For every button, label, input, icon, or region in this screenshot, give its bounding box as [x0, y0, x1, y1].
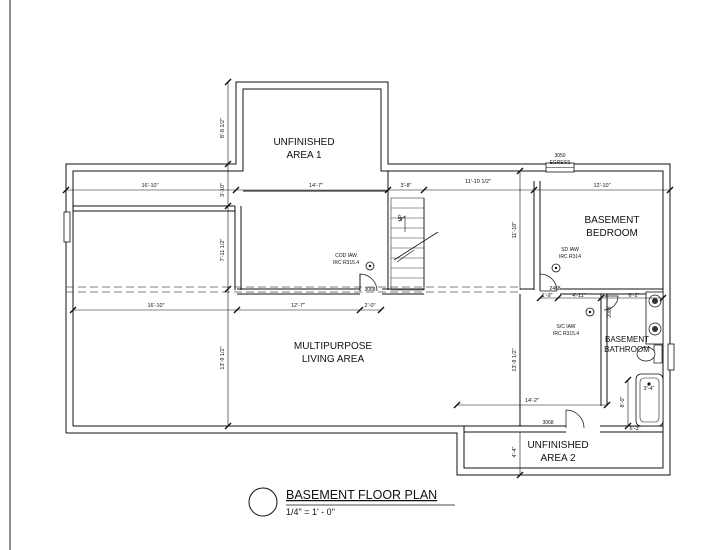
egress-window — [545, 162, 575, 173]
dim-top-hall: 11'-10 1/2" — [465, 179, 491, 185]
room-label-unfinished-1-line2: AREA 1 — [286, 150, 321, 161]
dim-living-right: 13'-9 1/2" — [512, 348, 518, 371]
dim-top-left: 16'-10" — [141, 183, 158, 189]
dim-hall-bottom: 14'-2" — [525, 398, 539, 404]
bathroom-fixtures — [635, 291, 664, 427]
sd-note-line1: SD IAW — [561, 247, 579, 253]
dim-mid-small: 2'-0" — [365, 303, 376, 309]
dim-left-upper: 3'-10" — [220, 183, 226, 197]
door-tag-3: 2068 — [607, 306, 613, 317]
dim-bed-b: 4'-11" — [572, 293, 586, 299]
sink-2-drain — [652, 326, 658, 332]
sd-note-line2: IRC R314 — [559, 254, 581, 260]
room-label-unfinished-2-line1: UNFINISHED — [527, 440, 588, 451]
door-tag-1: 3068 — [364, 287, 375, 293]
dim-bed-a: 1'-9" — [542, 293, 553, 299]
dim-unf1-height: 8'-8 1/2" — [220, 118, 226, 138]
detector-symbols — [365, 261, 595, 317]
stair-up-label: UP — [398, 214, 404, 222]
egress-label: EGRESS — [550, 160, 572, 166]
plan-title: BASEMENT FLOOR PLAN — [286, 488, 437, 502]
room-label-multipurpose-line2: LIVING AREA — [302, 354, 365, 365]
egress-size-label: 3050 — [554, 153, 565, 159]
room-label-unfinished-1-line1: UNFINISHED — [273, 137, 334, 148]
room-label-bedroom-line1: BASEMENT — [584, 215, 639, 226]
dim-bath-width: 6'-2" — [629, 293, 640, 299]
dim-mid-center: 12'-7" — [291, 303, 305, 309]
exterior-walls — [65, 81, 671, 476]
room-label-bathroom-line1: BASEMENT — [605, 335, 649, 344]
room-label-bathroom-line2: BATHROOM — [604, 345, 650, 354]
dim-left-mid: 7'-11 1/2" — [220, 239, 226, 262]
dim-top-stair: 3'-8" — [401, 183, 412, 189]
sc-note-line2: IRC R315.4 — [553, 331, 579, 337]
room-label-multipurpose-line1: MULTIPURPOSE — [294, 341, 372, 352]
room-label-bedroom-line2: BEDROOM — [586, 228, 638, 239]
dim-left-lower: 13'-9 1/2" — [220, 346, 226, 369]
dim-bath-bottom: 6'-3" — [630, 426, 641, 432]
title-callout-circle — [248, 487, 278, 517]
dim-top-bed: 12'-10" — [593, 183, 610, 189]
room-label-unfinished-2-line2: AREA 2 — [540, 453, 575, 464]
sink-1-drain — [652, 298, 658, 304]
stairs — [390, 197, 439, 291]
doors — [359, 273, 619, 429]
toilet-bowl — [636, 346, 656, 362]
dim-bed-height: 11'-10" — [512, 222, 518, 239]
door-tag-4: 3068 — [542, 420, 553, 426]
plan-scale: 1/4" = 1' - 0" — [286, 507, 335, 517]
window-bath — [667, 343, 675, 371]
co-note-line2: IRC R315.4 — [333, 260, 359, 266]
dim-top-mid: 14'-7" — [309, 183, 323, 189]
sc-note-line1: S/C IAW — [557, 324, 576, 330]
dimension-lines — [62, 78, 674, 479]
dim-unf2-height: 4'-4" — [512, 446, 518, 457]
window-left — [63, 211, 71, 243]
dim-bath-small: 3'-4" — [644, 386, 655, 392]
co-note-line1: COD IAW — [335, 253, 357, 259]
dim-mid-left: 16'-10" — [147, 303, 164, 309]
door-tag-2: 2468 — [549, 286, 560, 292]
dim-bath-lower: 8'-0" — [620, 396, 626, 407]
